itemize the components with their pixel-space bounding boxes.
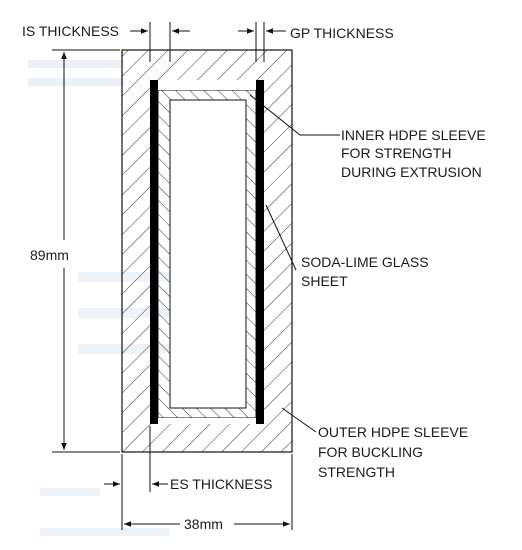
inner-sleeve-label-line-1: INNER HDPE SLEEVE — [341, 127, 486, 143]
width-dimension — [124, 454, 293, 530]
glass-leader — [265, 204, 297, 271]
width-label: 38mm — [184, 516, 223, 532]
outer-sleeve-label-line-1: OUTER HDPE SLEEVE — [318, 424, 468, 440]
gp-thickness-dimension — [238, 22, 286, 62]
inner-sleeve-label-line-2: FOR STRENGTH — [341, 145, 451, 161]
outer-sleeve-leader — [281, 407, 317, 433]
inner-sleeve-label-line-3: DURING EXTRUSION — [341, 164, 482, 180]
outer-hdpe-sleeve — [121, 49, 293, 453]
outer-sleeve-label-line-2: FOR BUCKLING — [318, 444, 423, 460]
inner-hdpe-sleeve — [157, 89, 257, 419]
glass-label-line-2: SHEET — [301, 273, 348, 289]
glass-sheet-left — [150, 80, 158, 424]
outer-sleeve-label-line-3: STRENGTH — [318, 464, 395, 480]
is-thickness-label: IS THICKNESS — [22, 23, 119, 39]
glass-sheet-right — [256, 80, 264, 424]
glass-label-line-1: SODA-LIME GLASS — [301, 254, 429, 270]
soda-lime-glass-sheets — [150, 80, 264, 424]
gp-thickness-label: GP THICKNESS — [290, 25, 394, 41]
is-thickness-dimension — [130, 22, 190, 62]
es-thickness-dimension — [104, 426, 168, 530]
height-dimension — [52, 49, 120, 453]
es-thickness-label: ES THICKNESS — [170, 476, 272, 492]
inner-sleeve-leader — [249, 94, 340, 136]
height-label: 89mm — [30, 247, 69, 263]
